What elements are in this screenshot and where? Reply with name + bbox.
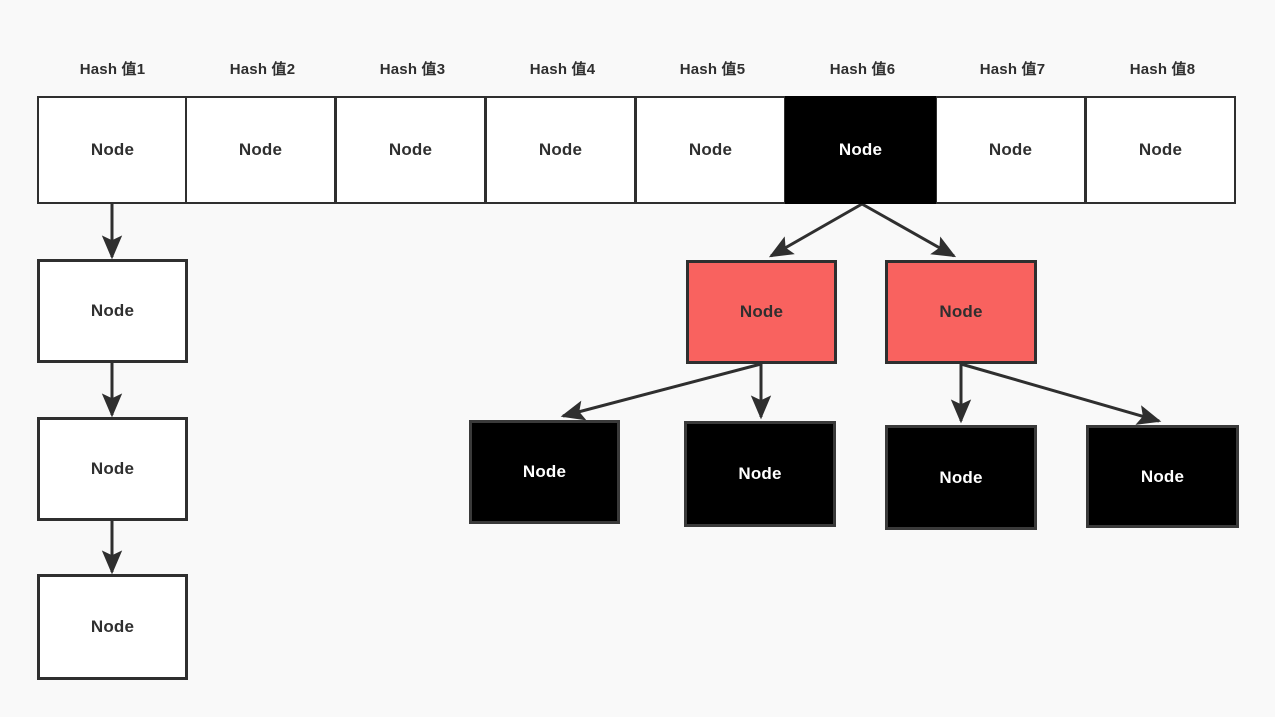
hash-header-8: Hash 值8 [1129,61,1196,78]
bucket-cell-1[interactable]: Node [37,96,188,204]
hash-header-2: Hash 值2 [229,61,296,78]
bucket-cell-6[interactable]: Node [785,96,936,204]
tree-black-leaf-2[interactable]: Node [684,421,836,527]
bucket-cell-8[interactable]: Node [1085,96,1236,204]
tree-red-node-2[interactable]: Node [885,260,1037,364]
tree-black-leaf-3[interactable]: Node [885,425,1037,530]
chain-node-3[interactable]: Node [37,574,188,680]
bucket-cell-7[interactable]: Node [935,96,1086,204]
chain-node-2[interactable]: Node [37,417,188,521]
tree-black-leaf-4[interactable]: Node [1086,425,1239,528]
hash-header-6: Hash 值6 [829,61,896,78]
bucket-cell-2[interactable]: Node [185,96,336,204]
bucket-cell-5[interactable]: Node [635,96,786,204]
chain-node-1[interactable]: Node [37,259,188,363]
tree-red-node-1[interactable]: Node [686,260,837,364]
hash-header-1: Hash 值1 [79,61,146,78]
tree-black-leaf-1[interactable]: Node [469,420,620,524]
hash-header-7: Hash 值7 [979,61,1046,78]
bucket-cell-3[interactable]: Node [335,96,486,204]
bucket-cell-4[interactable]: Node [485,96,636,204]
arrow-bucket6-to-red1 [768,202,863,258]
hash-header-3: Hash 值3 [379,61,446,78]
arrow-red1-to-leaf1 [560,362,762,421]
arrow-red2-to-leaf4 [960,362,1162,425]
hash-header-5: Hash 值5 [679,61,746,78]
hash-header-4: Hash 值4 [529,61,596,78]
arrow-bucket6-to-red2 [861,202,957,258]
